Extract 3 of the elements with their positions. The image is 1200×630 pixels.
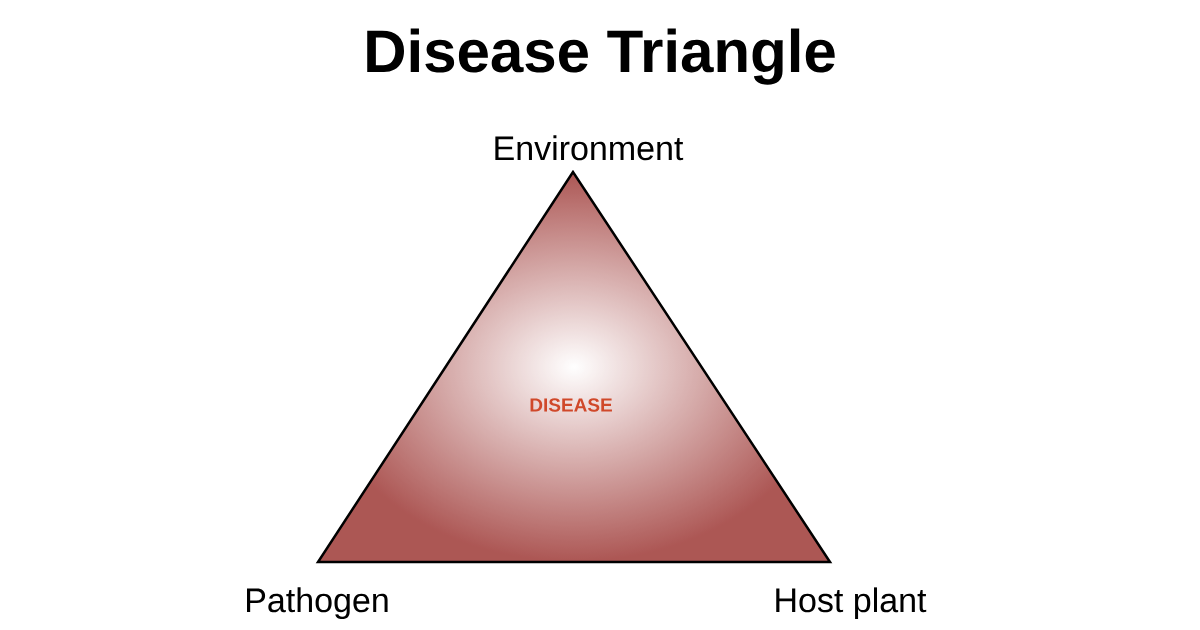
title: Disease Triangle <box>367 28 835 85</box>
corner-label: Pathogen <box>247 587 388 620</box>
corner-label: Host plant <box>776 587 927 620</box>
